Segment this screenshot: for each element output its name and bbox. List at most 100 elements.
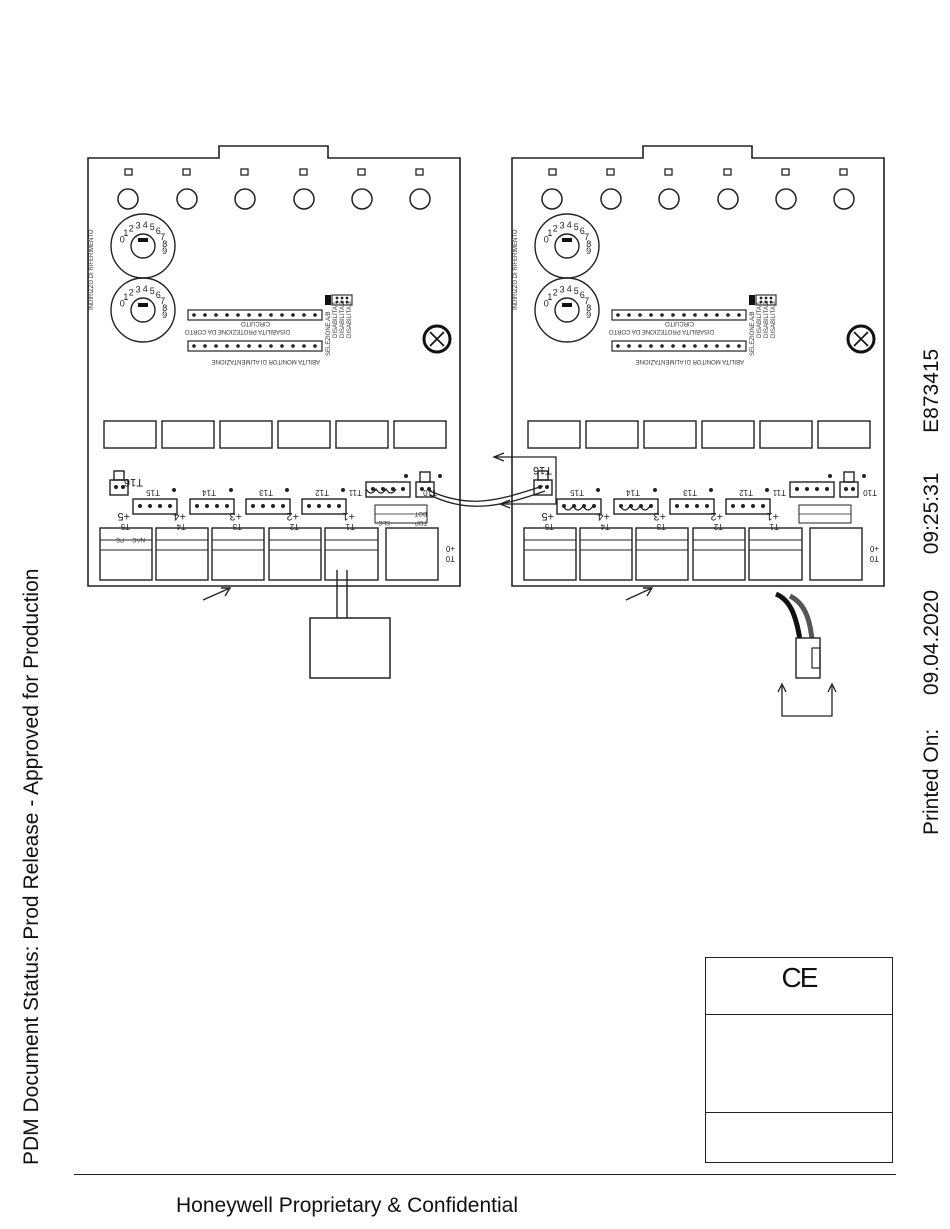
nac-label: NAC xyxy=(132,536,145,542)
power-monitor-label-r: ABILITA MONITOR DI ALIMENTAZIONE xyxy=(636,358,744,364)
t16-label: T16 xyxy=(124,476,143,488)
dis2-label-r: DISABILITA 2 xyxy=(764,301,770,338)
ce-divider-1 xyxy=(706,1014,892,1015)
connector-plug xyxy=(774,591,837,717)
dial-digit: 6 xyxy=(156,290,161,300)
short-protect-label-r: DISABILITA PROTEZIONE DA CORTO xyxy=(609,328,714,334)
dial-digit: 5 xyxy=(150,222,155,232)
dis3-label: DISABILITA 3 xyxy=(347,301,353,338)
dial-digit: 1 xyxy=(547,292,552,302)
dial-digit: 8 xyxy=(162,303,167,313)
dial-digit: 4 xyxy=(143,220,148,230)
address-label: INDIRIZZO DI RIFERIMENTO xyxy=(89,229,95,310)
right-board-labels: INDIRIZZO DI RIFERIMENTO DISABILITA PROT… xyxy=(513,229,879,563)
plus1-label-r: +1 xyxy=(766,510,779,522)
bot-label: BOT xyxy=(414,510,427,516)
left-board-labels: INDIRIZZO DI RIFERIMENTO DISABILITA PROT… xyxy=(89,229,455,563)
t16-label-r: T16 xyxy=(533,464,552,476)
dial-digit: 7 xyxy=(584,232,589,242)
dial-digit: 2 xyxy=(553,223,558,233)
top-label: TOP xyxy=(415,519,427,525)
left-arrow xyxy=(202,587,232,601)
dial-digit: 8 xyxy=(162,239,167,249)
right-arrow xyxy=(625,587,654,601)
dial-digit: 1 xyxy=(123,292,128,302)
ce-mark: CE xyxy=(781,962,819,993)
dial-digit: 6 xyxy=(156,226,161,236)
t0-label-r: T0 xyxy=(869,554,879,563)
plus2-label-r: +2 xyxy=(710,510,723,522)
dial-digit: 0 xyxy=(544,235,549,245)
dial-digit: 6 xyxy=(580,290,585,300)
ce-divider-2 xyxy=(706,1112,892,1113)
t12-label-r: T12 xyxy=(739,488,753,497)
power-monitor-label: ABILITA MONITOR DI ALIMENTAZIONE xyxy=(212,358,320,364)
sel-ab-label: SELEZIONE A/B xyxy=(326,311,332,356)
dial-digit: 9 xyxy=(586,310,591,320)
dis1-label-r: DISABILITA 1 xyxy=(757,301,763,338)
dial-digit: 3 xyxy=(560,285,565,295)
right-board xyxy=(510,144,886,588)
footer-text: Honeywell Proprietary & Confidential xyxy=(176,1194,518,1217)
plus5-label: +5 xyxy=(117,510,130,522)
dial-digit: 8 xyxy=(586,303,591,313)
dis1-label: DISABILITA 1 xyxy=(333,301,339,338)
dial-digit: 9 xyxy=(586,246,591,256)
dial-digit: 0 xyxy=(544,299,549,309)
dial-digit: 7 xyxy=(160,232,165,242)
dial-digit: 0 xyxy=(120,299,125,309)
sel-ab-label-r: SELEZIONE A/B xyxy=(750,311,756,356)
print-info: Printed On: 09.04.2020 09:25:31 E873415 xyxy=(920,349,944,835)
interconnect-cable xyxy=(427,452,557,509)
dial-digit: 4 xyxy=(143,284,148,294)
t12-label: T12 xyxy=(315,488,329,497)
t2-label-r: T2 xyxy=(713,522,723,531)
t13-label: T13 xyxy=(259,488,273,497)
dial-digit: 3 xyxy=(560,221,565,231)
t14-label-r: T14 xyxy=(626,488,640,497)
dial-digit: 9 xyxy=(162,310,167,320)
dial-digit: 2 xyxy=(553,287,558,297)
t3-label-r: T3 xyxy=(656,522,666,531)
dis3-label-r: DISABILITA 3 xyxy=(771,301,777,338)
t13-label-r: T13 xyxy=(683,488,697,497)
print-time: 09:25:31 xyxy=(920,472,943,555)
document-status: PDM Document Status: Prod Release - Appr… xyxy=(20,568,43,1165)
t10-label-r: T10 xyxy=(863,488,877,497)
footer-rule xyxy=(74,1174,896,1175)
dial-digit: 4 xyxy=(567,220,572,230)
t1-label-r: T1 xyxy=(769,522,779,531)
dial-digit: 1 xyxy=(547,228,552,238)
plus0-label-r: +0 xyxy=(869,544,879,553)
plus2-label: +2 xyxy=(286,510,299,522)
circuit-label-r: CIRCUITO xyxy=(665,320,694,326)
t1-label: T1 xyxy=(345,522,355,531)
dial-digit: 8 xyxy=(586,239,591,249)
ps-label: PS xyxy=(116,536,124,542)
t3-label: T3 xyxy=(232,522,242,531)
dial-digit: 4 xyxy=(567,284,572,294)
plus1-label: +1 xyxy=(342,510,355,522)
short-protect-label: DISABILITA PROTEZIONE DA CORTO xyxy=(185,328,290,334)
plus0-label: +0 xyxy=(445,544,455,553)
dial-digit: 2 xyxy=(129,223,134,233)
t5-label-r: T5 xyxy=(544,522,554,531)
t15-label: T15 xyxy=(146,488,160,497)
plus5-label-r: +5 xyxy=(541,510,554,522)
dial-digit: 3 xyxy=(136,285,141,295)
plus3-label: +3 xyxy=(229,510,242,522)
dial-digit: 3 xyxy=(136,221,141,231)
t15-label-r: T15 xyxy=(570,488,584,497)
circuit-label: CIRCUITO xyxy=(241,320,270,326)
plus4-label-r: +4 xyxy=(597,510,610,522)
external-device xyxy=(309,570,391,679)
slc-label: SLC xyxy=(378,519,390,525)
left-board xyxy=(86,144,462,588)
address-label-r: INDIRIZZO DI RIFERIMENTO xyxy=(513,229,519,310)
t2-label: T2 xyxy=(289,522,299,531)
dial-digit: 1 xyxy=(123,228,128,238)
dial-digit: 5 xyxy=(574,286,579,296)
plus4-label: +4 xyxy=(173,510,186,522)
